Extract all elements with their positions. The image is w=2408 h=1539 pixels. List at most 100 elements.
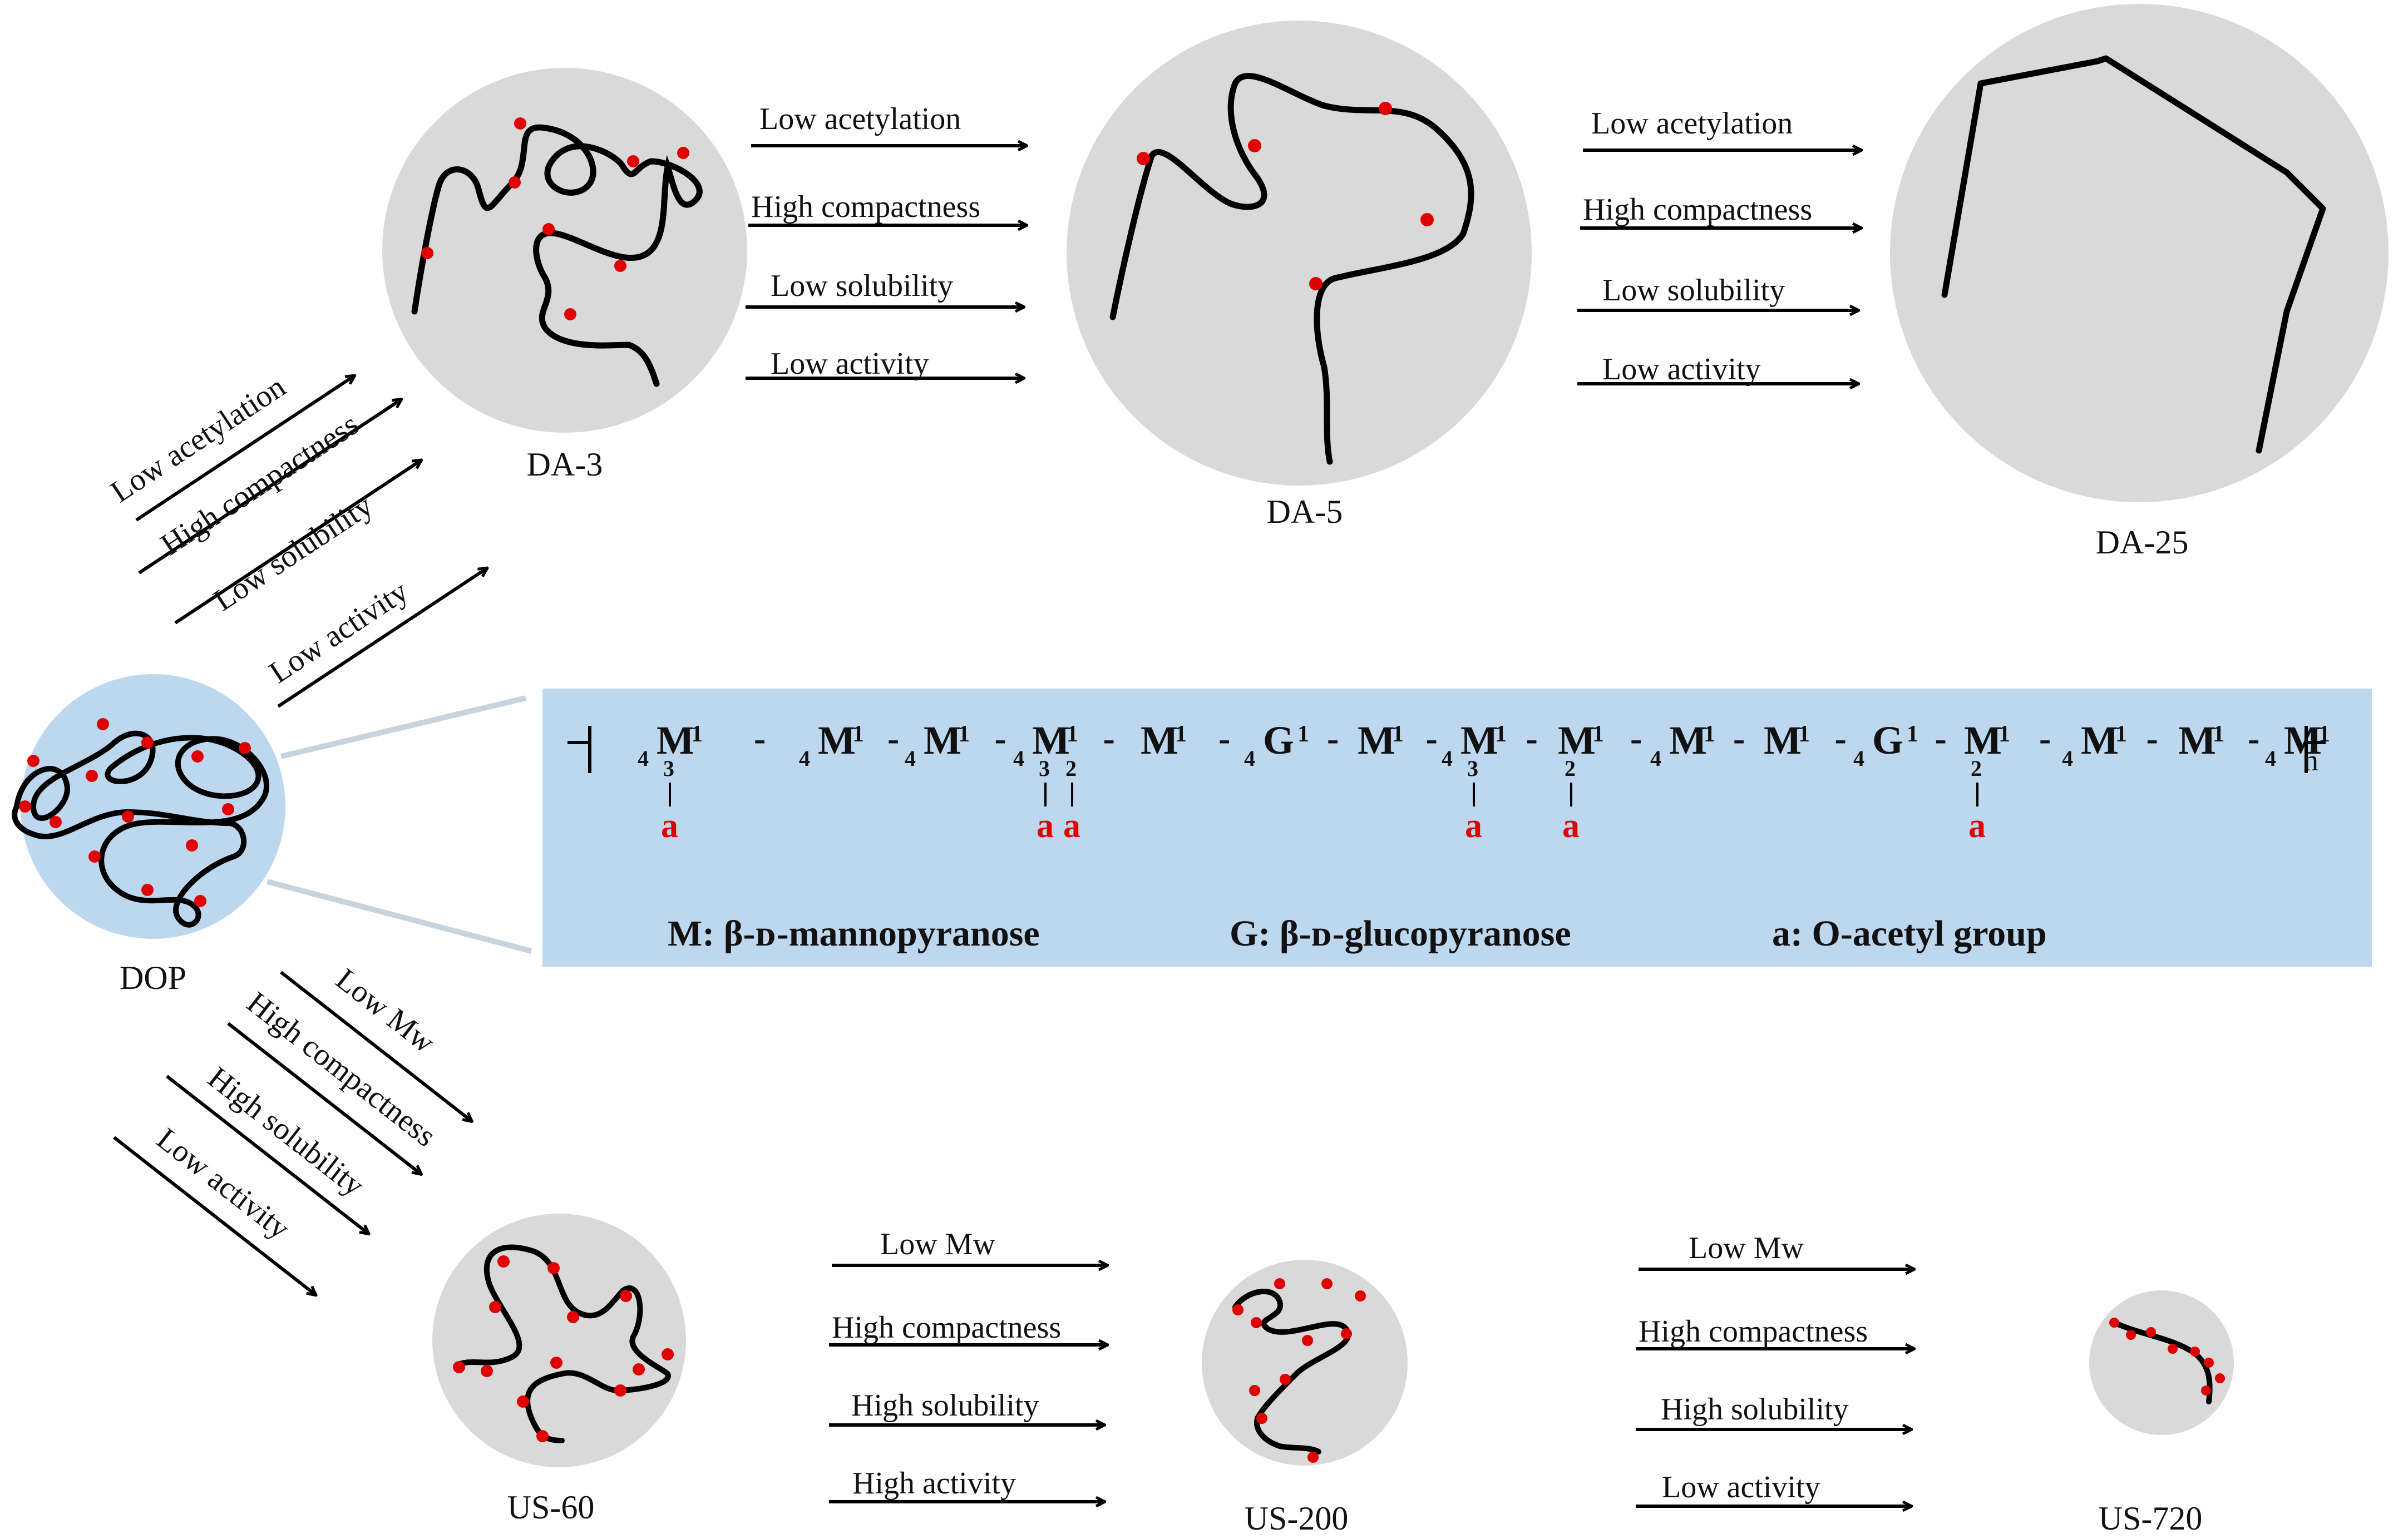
arrow-label-us60_to_us200-2: High solubility [851, 1388, 1039, 1423]
node-us720: US-720 [2089, 1290, 2234, 1537]
arrow-dop_to_us60-2 [166, 1075, 368, 1234]
unit-1-symbol: M [818, 718, 856, 763]
unit-3-branch-pos-0: 3 [1039, 756, 1050, 781]
da25-circle [1890, 4, 2389, 502]
node-us60: US-60 [432, 1214, 686, 1526]
us720-acetyl-dots [2109, 1318, 2225, 1396]
da5-circle [1067, 21, 1532, 486]
node-da25: DA-25 [1890, 4, 2389, 561]
unit-3-branch-pos-1: 2 [1065, 756, 1077, 781]
unit-13-link-sub: 4 [2062, 746, 2073, 771]
unit-1-dash: - [887, 719, 899, 758]
unit-3-acetyl-0: a [1037, 807, 1054, 845]
unit-3-symbol: M [1032, 718, 1070, 763]
unit-12-symbol: M [1964, 718, 2002, 763]
arrow-label-us200_to_us720-3: Low activity [1662, 1470, 1820, 1505]
unit-4-symbol: M [1141, 718, 1178, 763]
unit-5-link-sub: 4 [1244, 746, 1255, 771]
unit-7-acetyl-0: a [1465, 807, 1482, 845]
unit-1-link-sub: 4 [799, 746, 810, 771]
unit-9-symbol: M [1669, 718, 1707, 763]
unit-14-anomer: 1 [2213, 721, 2224, 747]
unit-7-symbol: M [1460, 718, 1498, 763]
us60-label: US-60 [507, 1489, 595, 1526]
arrow-dop_to_us60-1 [227, 1022, 421, 1174]
unit-6-anomer: 1 [1392, 721, 1404, 747]
da3-chain [411, 124, 703, 387]
unit-2-symbol: M [924, 718, 961, 763]
dop-chain [12, 730, 270, 928]
da5-acetyl-dots [1137, 102, 1434, 290]
arrow-label-dop_to_us60-0: Low Mw [329, 962, 442, 1060]
unit-5-anomer: 1 [1297, 721, 1309, 747]
unit-7-link-sub: 4 [1442, 746, 1453, 771]
us200-label: US-200 [1245, 1500, 1349, 1537]
unit-3-acetyl-1: a [1063, 807, 1080, 845]
unit-13-dash: - [2147, 719, 2158, 758]
arrow-label-da3_to_da5-0: Low acetylation [759, 102, 961, 136]
unit-12-anomer: 1 [1999, 721, 2010, 747]
unit-11-dash: - [1935, 719, 1947, 758]
unit-11-link-sub: 4 [1853, 746, 1864, 771]
node-dop: DOP [12, 674, 285, 996]
unit-0-acetyl-0: a [661, 807, 678, 845]
structure-legend: M: β-ᴅ-mannopyranose G: β-ᴅ-glucopyranos… [668, 913, 2047, 954]
node-da5: DA-5 [1067, 21, 1532, 530]
unit-0-symbol: M [657, 718, 694, 763]
unit-13-anomer: 1 [2115, 721, 2127, 747]
node-us200: US-200 [1202, 1260, 1408, 1537]
structure-panel [542, 689, 2372, 967]
unit-2-dash: - [995, 719, 1006, 758]
unit-8-symbol: M [1558, 718, 1596, 763]
unit-8-dash: - [1630, 719, 1642, 758]
unit-4-anomer: 1 [1175, 721, 1187, 747]
unit-11-symbol: G [1872, 718, 1903, 763]
unit-9-dash: - [1733, 719, 1745, 758]
arrow-dop_to_da3-3 [277, 568, 487, 708]
da3-circle [382, 68, 747, 433]
unit-9-link-sub: 4 [1650, 746, 1661, 771]
arrow-label-da5_to_da25-0: Low acetylation [1591, 106, 1793, 141]
da25-chain [1941, 55, 2326, 454]
arrow-dop_to_da3-0 [135, 376, 354, 522]
unit-12-branch-pos-0: 2 [1971, 756, 1982, 781]
unit-15-link-sub: 4 [2265, 746, 2276, 771]
unit-0-link-sub: 4 [638, 746, 649, 771]
unit-7-anomer: 1 [1495, 721, 1507, 747]
unit-7-branch-pos-0: 3 [1467, 756, 1478, 781]
unit-5-dash: - [1327, 719, 1339, 758]
unit-4-dash: - [1218, 719, 1230, 758]
arrow-label-da5_to_da25-1: High compactness [1583, 192, 1812, 227]
unit-12-dash: - [2039, 719, 2051, 758]
arrow-dop_to_us60-3 [113, 1136, 315, 1295]
unit-6-symbol: M [1358, 718, 1395, 763]
legend-acetyl: a: O-acetyl group [1772, 913, 2047, 954]
arrow-label-da5_to_da25-3: Low activity [1602, 352, 1761, 387]
unit-8-acetyl-0: a [1562, 807, 1580, 845]
us60-acetyl-dots [453, 1255, 674, 1442]
arrow-label-us200_to_us720-0: Low Mw [1689, 1231, 1804, 1265]
us720-label: US-720 [2099, 1500, 2203, 1537]
da3-label: DA-3 [527, 446, 603, 483]
unit-15-anomer: 1 [2318, 721, 2330, 747]
dop-acetyl-dots [19, 718, 251, 907]
unit-2-link-sub: 4 [905, 746, 916, 771]
unit-10-anomer: 1 [1798, 721, 1810, 747]
unit-12-acetyl-0: a [1968, 807, 1986, 845]
unit-14-dash: - [2248, 719, 2259, 758]
unit-3-dash: - [1103, 719, 1115, 758]
repeat-n: n [2303, 744, 2318, 777]
unit-10-symbol: M [1764, 718, 1802, 763]
arrow-dop_to_us60-0 [280, 971, 472, 1121]
dop-label: DOP [120, 959, 186, 996]
arrow-label-da3_to_da5-2: Low solubility [771, 269, 953, 303]
arrow-label-us200_to_us720-2: High solubility [1661, 1392, 1849, 1427]
unit-8-branch-pos-0: 2 [1565, 756, 1576, 781]
da3-acetyl-dots [421, 117, 689, 320]
us200-circle [1202, 1260, 1408, 1466]
